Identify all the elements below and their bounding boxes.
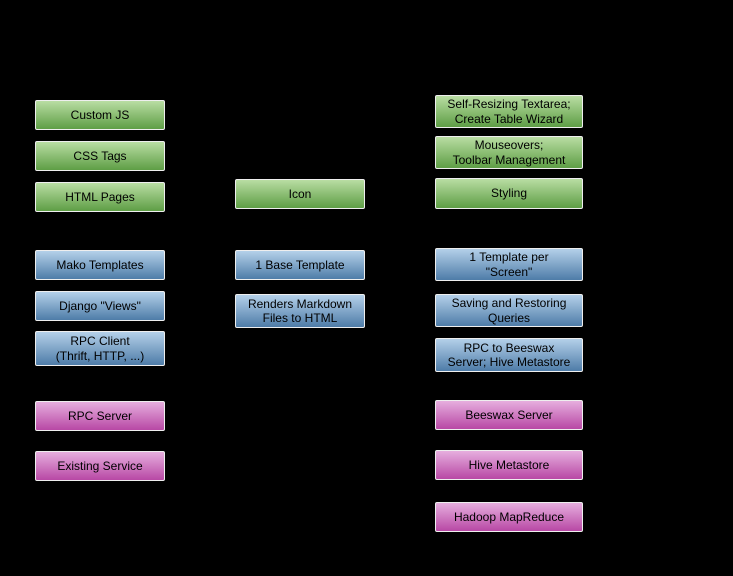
box-rpc-server: RPC Server xyxy=(35,401,165,431)
box-base-template: 1 Base Template xyxy=(235,250,365,280)
box-beeswax-server: Beeswax Server xyxy=(435,400,583,430)
box-self-resizing-textarea: Self-Resizing Textarea; Create Table Wiz… xyxy=(435,95,583,128)
box-icon: Icon xyxy=(235,179,365,209)
box-mako-templates: Mako Templates xyxy=(35,250,165,280)
box-hive-metastore: Hive Metastore xyxy=(435,450,583,480)
box-custom-js: Custom JS xyxy=(35,100,165,130)
box-template-per-screen: 1 Template per "Screen" xyxy=(435,248,583,281)
box-django-views: Django "Views" xyxy=(35,291,165,321)
box-styling: Styling xyxy=(435,178,583,209)
box-mouseovers-toolbar: Mouseovers; Toolbar Management xyxy=(435,136,583,169)
box-renders-markdown: Renders Markdown Files to HTML xyxy=(235,294,365,328)
box-rpc-client: RPC Client (Thrift, HTTP, ...) xyxy=(35,331,165,366)
box-saving-restoring-queries: Saving and Restoring Queries xyxy=(435,294,583,327)
box-existing-service: Existing Service xyxy=(35,451,165,481)
box-hadoop-mapreduce: Hadoop MapReduce xyxy=(435,502,583,532)
box-rpc-to-beeswax: RPC to Beeswax Server; Hive Metastore xyxy=(435,338,583,372)
box-css-tags: CSS Tags xyxy=(35,141,165,171)
box-html-pages: HTML Pages xyxy=(35,182,165,212)
